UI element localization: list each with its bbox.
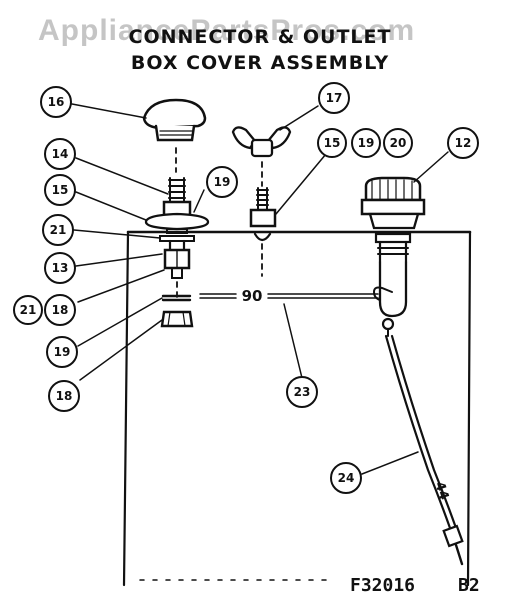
box-outline — [122, 230, 472, 587]
callout-12: 12 — [455, 136, 472, 150]
dimension-label: 90 — [242, 287, 263, 305]
callout-20: 20 — [390, 136, 407, 150]
wing-nut-part — [231, 126, 292, 187]
left-stud-assembly — [144, 177, 210, 328]
wire-marking: 44 — [431, 480, 451, 502]
callout-leaders — [71, 103, 449, 475]
outlet-part — [360, 176, 426, 337]
callout-15-b: 15 — [324, 136, 341, 150]
callout-19-b: 19 — [358, 136, 375, 150]
callout-19: 19 — [214, 175, 231, 189]
callout-18-b: 18 — [56, 389, 73, 403]
callout-13: 13 — [52, 261, 69, 275]
dimension-line — [199, 293, 379, 299]
figure-revision: B2 — [458, 575, 480, 596]
callout-24: 24 — [338, 471, 355, 485]
callout-21: 21 — [50, 223, 67, 237]
callout-21-b: 21 — [20, 303, 37, 317]
lead-wire — [384, 334, 464, 566]
callout-14: 14 — [52, 147, 69, 161]
watermark: AppliancePartsPros.com — [38, 14, 416, 47]
callout-15: 15 — [52, 183, 69, 197]
callout-18: 18 — [52, 303, 69, 317]
knob-part — [142, 98, 207, 173]
callout-17: 17 — [326, 91, 343, 105]
title-line-2: BOX COVER ASSEMBLY — [130, 52, 390, 74]
callout-16: 16 — [48, 95, 65, 109]
callout-23: 23 — [294, 385, 311, 399]
title-line-1: CONNECTOR & OUTLET — [128, 26, 392, 48]
callout-19-c: 19 — [54, 345, 71, 359]
callout-bubbles — [13, 82, 479, 494]
center-screw-assembly — [249, 187, 277, 277]
figure-code: F32016 — [350, 575, 416, 596]
